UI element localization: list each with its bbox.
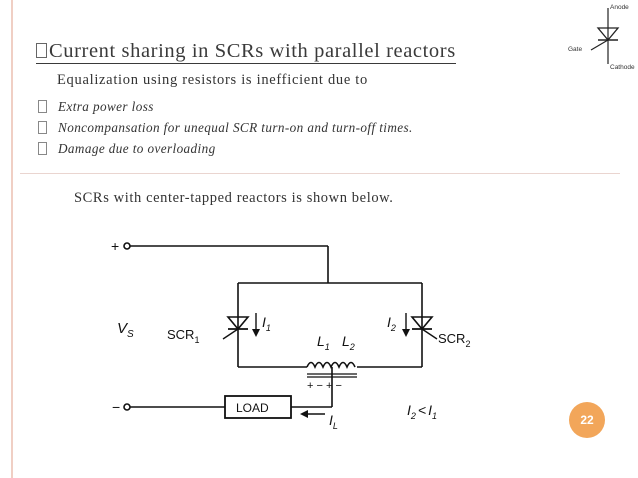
bullet-box-icon	[38, 121, 47, 134]
scr1-label: SCR1	[167, 327, 199, 345]
thyristor-icon	[596, 27, 620, 42]
bullet-item: Damage due to overloading	[38, 138, 413, 159]
circuit-diagram: + − VS SCR1 SCR2 I1 I2 L1 L2 + − + − LOA…	[111, 238, 470, 431]
i1-label: I1	[262, 314, 271, 333]
bullet-item: Noncompansation for unequal SCR turn-on …	[38, 117, 413, 138]
cathode-label: Cathode	[610, 64, 635, 71]
figure-caption: SCRs with center-tapped reactors is show…	[74, 190, 394, 206]
bullet-box-icon	[38, 142, 47, 155]
source-voltage-label: VS	[117, 320, 134, 340]
load-label: LOAD	[236, 401, 269, 415]
scr-symbol-legend: Anode Gate Cathode	[568, 4, 635, 71]
il-label: IL	[329, 412, 338, 431]
bullet-text: Extra power loss	[58, 98, 154, 114]
thyristor-icon	[226, 316, 250, 331]
bullet-box-icon	[36, 43, 47, 58]
bullet-item: Extra power loss	[38, 96, 413, 117]
current-relation-label: I2<I1	[407, 402, 437, 421]
page-number-badge: 22	[569, 402, 605, 438]
il-arrow-icon	[300, 410, 308, 418]
bullet-text: Noncompansation for unequal SCR turn-on …	[58, 119, 413, 135]
slide-title-text: Current sharing in SCRs with parallel re…	[49, 40, 456, 62]
reactor-coil-icon	[306, 361, 356, 369]
anode-label: Anode	[610, 4, 629, 11]
i2-arrow-icon	[402, 329, 410, 337]
l2-label: L2	[342, 333, 355, 352]
load-box	[224, 395, 292, 419]
slide-subtitle: Equalization using resistors is ineffici…	[57, 72, 368, 88]
minus-terminal-label: −	[112, 399, 120, 415]
scr1-symbol	[222, 316, 250, 340]
left-accent-rule	[11, 0, 13, 478]
bullet-list: Extra power loss Noncompansation for une…	[38, 96, 413, 159]
thyristor-icon	[410, 316, 434, 331]
i1-arrow-icon	[252, 329, 260, 337]
slide-title: Current sharing in SCRs with parallel re…	[36, 39, 456, 64]
plus-terminal-label: +	[111, 238, 119, 254]
bullet-text: Damage due to overloading	[58, 140, 216, 156]
i2-label: I2	[387, 314, 396, 333]
gate-label: Gate	[568, 46, 582, 53]
l1-label: L1	[317, 333, 330, 352]
coil-polarity-label: + − + −	[307, 380, 342, 392]
bullet-box-icon	[38, 100, 47, 113]
scr2-label: SCR2	[438, 331, 470, 349]
section-divider	[20, 173, 620, 174]
scr2-symbol	[410, 316, 438, 340]
